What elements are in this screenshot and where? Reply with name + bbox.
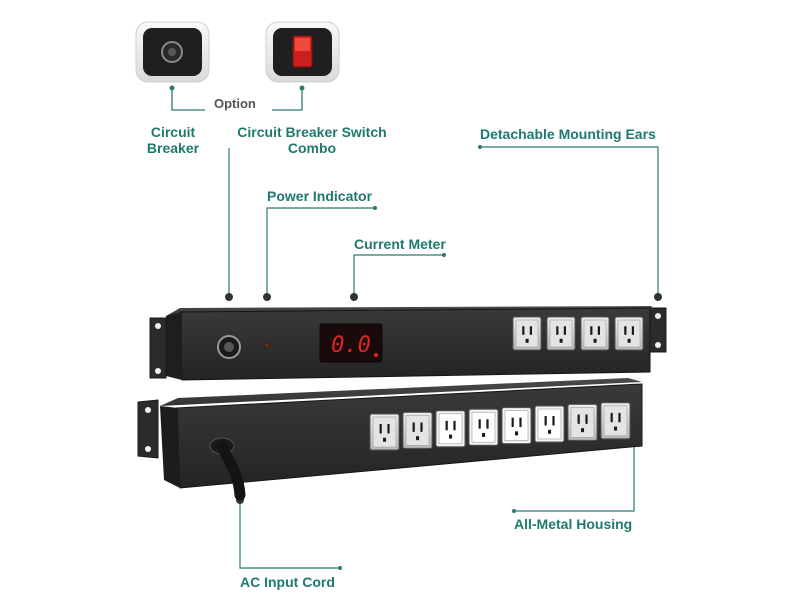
meter-reading: 0.0 (331, 333, 371, 358)
outlet-icon (369, 413, 400, 451)
outlet-icon (501, 407, 532, 445)
label-all-metal-housing: All-Metal Housing (514, 516, 633, 532)
rocker-switch-icon (265, 21, 340, 83)
outlet-icon (600, 402, 631, 440)
leader-lines (228, 146, 659, 569)
rear-left-mounting-ear (137, 399, 159, 459)
outlet-icon (580, 316, 610, 351)
pdu-front-unit: 0.0 (149, 306, 667, 381)
current-meter-display (319, 323, 383, 363)
power-indicator-led (263, 341, 271, 349)
leader-end-dots (338, 145, 516, 570)
power-cord-icon (209, 437, 246, 501)
front-outlets (512, 316, 644, 351)
label-ac-input-cord: AC Input Cord (240, 574, 335, 590)
outlet-icon (402, 411, 433, 449)
pdu-rear-unit (137, 378, 643, 501)
label-current-meter: Current Meter (354, 236, 446, 252)
outlet-icon (435, 410, 466, 448)
outlet-icon (546, 316, 576, 351)
label-circuit-breaker: Circuit Breaker (146, 124, 200, 156)
outlet-icon (512, 316, 542, 351)
outlet-icon (468, 408, 499, 446)
option-label: Option (214, 96, 256, 111)
outlet-icon (534, 405, 565, 443)
label-breaker-switch-combo: Circuit Breaker Switch Combo (237, 124, 387, 156)
outlet-icon (614, 316, 644, 351)
outlet-icon (567, 403, 598, 441)
rear-outlets (369, 402, 631, 451)
left-mounting-ear (149, 317, 167, 379)
label-detachable-mounting-ears: Detachable Mounting Ears (480, 126, 656, 142)
label-power-indicator: Power Indicator (267, 188, 373, 204)
circuit-breaker-icon (135, 21, 210, 83)
option-bracket (171, 88, 303, 111)
